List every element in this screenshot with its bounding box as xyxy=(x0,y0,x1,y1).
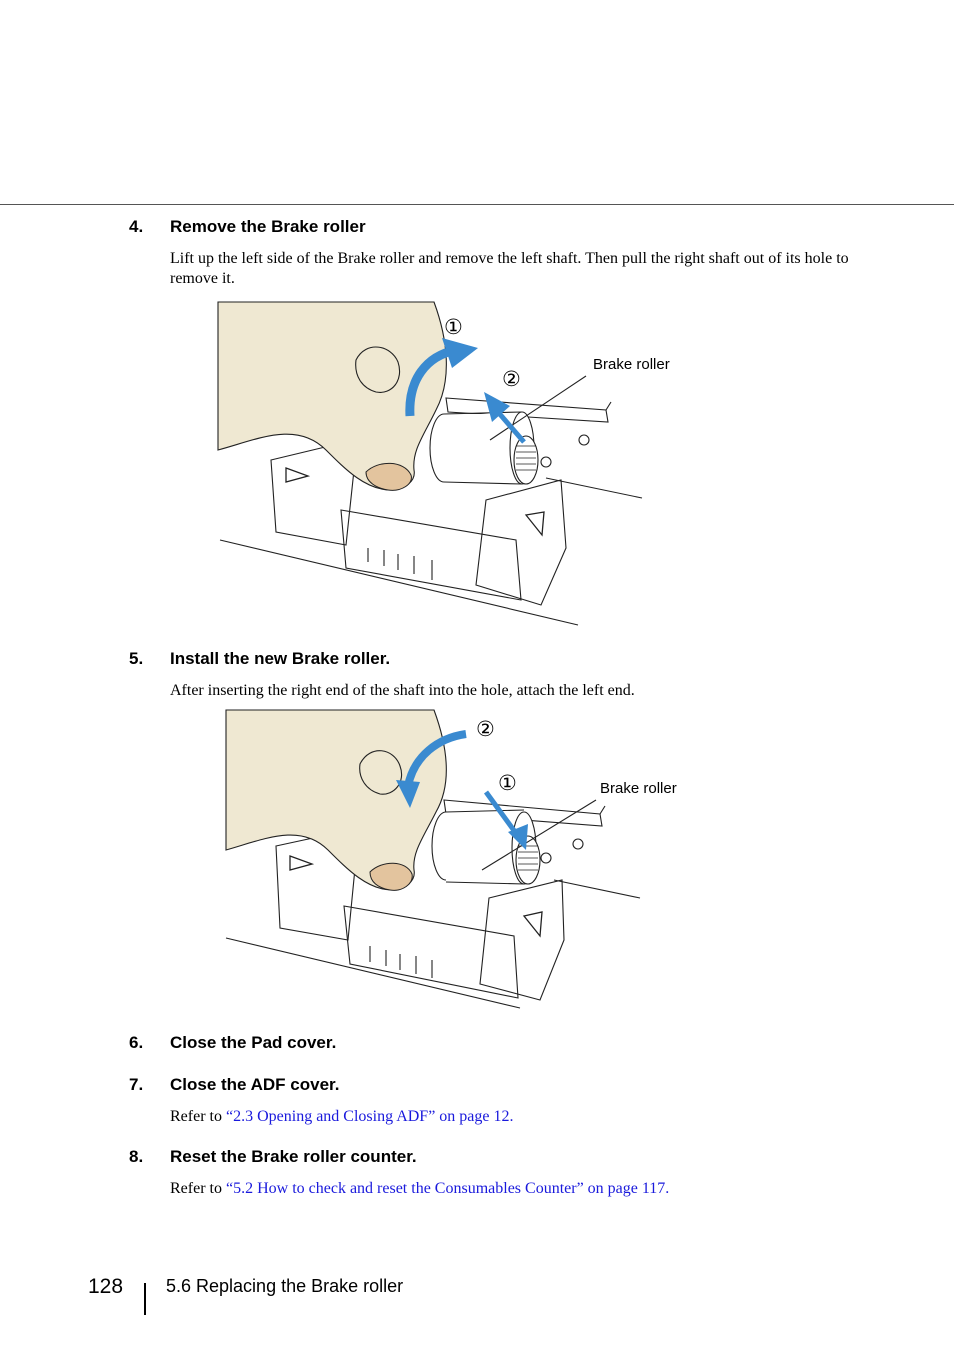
refer-prefix: Refer to xyxy=(170,1108,226,1125)
footer-divider xyxy=(144,1283,146,1315)
brake-roller-label: Brake roller xyxy=(593,356,670,373)
step-5-title: Install the new Brake roller. xyxy=(170,649,391,668)
step-7-refer: Refer to “2.3 Opening and Closing ADF” o… xyxy=(170,1107,850,1127)
callout-1: ① xyxy=(498,772,517,795)
callout-1: ① xyxy=(444,316,463,339)
opening-closing-adf-link[interactable]: “2.3 Opening and Closing ADF” on page 12… xyxy=(225,1108,514,1125)
remove-brake-roller-illustration: ① ② Brake roller xyxy=(217,301,670,626)
page-number: 128 xyxy=(88,1275,124,1298)
step-7-title: Close the ADF cover. xyxy=(170,1075,340,1094)
step-4-title: Remove the Brake roller xyxy=(170,217,366,236)
install-brake-roller-illustration: ② ① Brake roller xyxy=(225,709,677,1009)
step-7-number: 7. xyxy=(129,1075,144,1094)
step-6-number: 6. xyxy=(129,1033,144,1052)
step-8-refer: Refer to “5.2 How to check and reset the… xyxy=(170,1179,850,1199)
footer-section-title: 5.6 Replacing the Brake roller xyxy=(166,1276,404,1296)
step-8-number: 8. xyxy=(129,1147,144,1166)
brake-roller-label: Brake roller xyxy=(600,780,677,797)
step-4-number: 4. xyxy=(129,217,144,236)
header-rule xyxy=(0,204,954,205)
step-5-body: After inserting the right end of the sha… xyxy=(170,682,635,699)
refer-prefix: Refer to xyxy=(170,1180,226,1197)
step-4-body: Lift up the left side of the Brake rolle… xyxy=(170,250,849,287)
step-5-number: 5. xyxy=(129,649,144,668)
callout-2: ② xyxy=(476,718,495,741)
callout-2: ② xyxy=(502,368,521,391)
step-8-title: Reset the Brake roller counter. xyxy=(170,1147,417,1166)
step-6-title: Close the Pad cover. xyxy=(170,1033,337,1052)
consumables-counter-link[interactable]: “5.2 How to check and reset the Consumab… xyxy=(225,1180,670,1197)
